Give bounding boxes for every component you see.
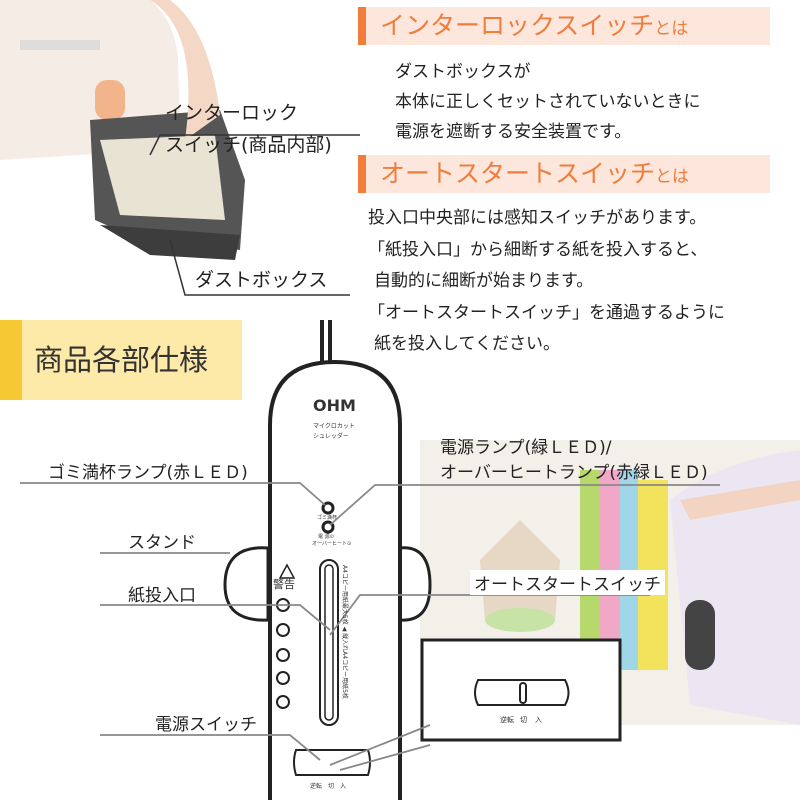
interlock-heading: インターロックスイッチとは	[358, 7, 770, 45]
spec-title: 商品各部仕様	[0, 320, 242, 400]
stand-left	[223, 546, 270, 622]
warning-text: 警告	[273, 577, 295, 591]
model-text: シュレッダー	[313, 432, 349, 440]
leader-lines	[20, 482, 720, 771]
autostart-description: 投入口中央部には感知スイッチがあります。「紙投入口」から細断する紙を投入すると、…	[368, 208, 725, 354]
interlock-label-2: スイッチ(商品内部)	[165, 134, 332, 156]
zoom-switch-off: 切	[520, 716, 527, 724]
power-switch-shape	[293, 749, 371, 776]
switch-off: 切	[328, 783, 334, 790]
stand-label: スタンド	[128, 533, 196, 553]
brand-logo: OHM	[313, 396, 356, 415]
zoom-switch-on: 入	[535, 716, 542, 724]
photo-leader-lines	[149, 134, 360, 296]
interlock-description: ダストボックスが本体に正しくセットされていないときに電源を遮断する安全装置です。	[395, 62, 701, 142]
stand-right	[398, 546, 432, 622]
switch-zoom-box	[420, 638, 622, 742]
power-lamp-label: 電源ランプ(緑ＬＥＤ)/	[440, 438, 612, 458]
paper-slot-label: 紙投入口	[128, 586, 196, 606]
autostart-heading: オートスタートスイッチとは	[358, 155, 770, 193]
model-text: マイクロカット	[313, 423, 355, 430]
overheat-lamp-label: オーバーヒートランプ(赤緑ＬＥＤ)	[440, 463, 708, 483]
slot-text: A4コピー用紙最大5枚 ◀ 縦入れA4コピー用紙5枚	[341, 565, 349, 699]
lamp-overheat-text: オーバーヒート⊙	[312, 541, 351, 547]
full-lamp-label: ゴミ満杯ランプ(赤ＬＥＤ)	[48, 463, 248, 483]
zoom-switch-reverse: 逆転	[500, 715, 514, 724]
auto-start-label: オートスタートスイッチ	[470, 570, 665, 595]
interlock-label: インターロック	[165, 102, 299, 124]
power-switch-label: 電源スイッチ	[155, 715, 257, 735]
switch-reverse: 逆転	[310, 782, 322, 790]
shredder-diagram	[223, 320, 432, 800]
dust-box-label: ダストボックス	[195, 269, 328, 291]
lamp-full-text: ゴミ満杯	[317, 514, 337, 521]
lamp-power-text: 電 源⊙	[318, 533, 334, 540]
switch-on: 入	[340, 783, 346, 790]
